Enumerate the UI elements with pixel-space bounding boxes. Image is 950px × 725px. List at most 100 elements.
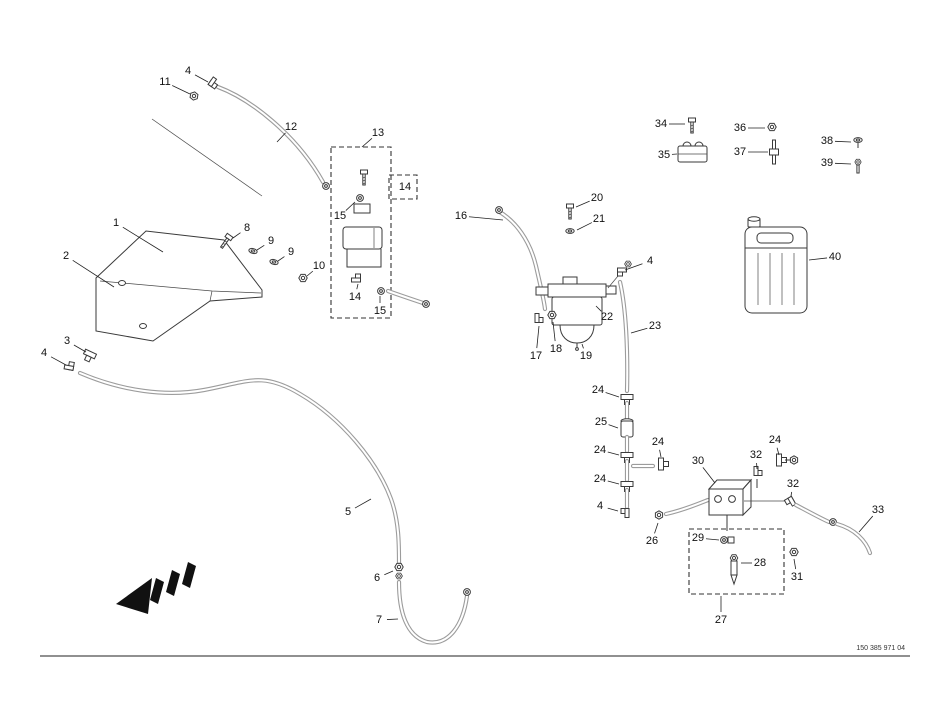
part-label-31: 31 (791, 571, 803, 583)
bolt-20 (566, 203, 574, 220)
nut-10 (298, 273, 308, 283)
washer-21 (565, 228, 575, 234)
filter-inlet-port (535, 286, 549, 296)
part-label-32: 32 (750, 449, 762, 461)
leader-line-39 (834, 162, 852, 165)
valve-body (342, 226, 383, 250)
arrow-head (116, 578, 152, 614)
filter-body-19 (551, 296, 603, 326)
banjo-bolt (789, 455, 799, 465)
canister-handle (756, 232, 794, 244)
nut-36 (767, 122, 777, 132)
bulkhead-fitting-6 (394, 562, 404, 572)
nut-11 (187, 90, 201, 102)
leader-line-18 (552, 321, 556, 342)
part-label-17: 17 (530, 350, 542, 362)
bolt-34 (688, 117, 696, 134)
hose-end-ring (422, 300, 430, 308)
washer-38 (853, 137, 863, 143)
arrow-stripe (182, 562, 196, 588)
valve-outlet-hose-inner (387, 290, 424, 304)
leader-line-8 (232, 232, 241, 239)
leader-line-22 (595, 305, 602, 312)
part-label-9: 9 (268, 235, 274, 247)
leader-line-16 (468, 216, 504, 221)
fuel-line-5 (77, 370, 402, 565)
valve-bolt (360, 169, 368, 186)
mounting-hardware (677, 117, 863, 174)
leader-line-13 (361, 137, 373, 148)
leader-line-15 (345, 201, 356, 211)
part-label-24: 24 (594, 444, 606, 456)
washer-9 (247, 247, 259, 255)
part-label-4: 4 (597, 500, 603, 512)
stud-37-square (769, 148, 779, 156)
block-port (728, 495, 736, 503)
banjo-ring-15 (377, 287, 385, 295)
shutoff-valve-assembly (330, 146, 430, 319)
leader-line-33 (858, 515, 874, 533)
elbow-17 (534, 313, 544, 323)
elbow-32 (783, 495, 797, 509)
filter-boss (562, 276, 578, 285)
part-label-19: 19 (580, 350, 592, 362)
page-footer: 150 385 971 04 (40, 645, 910, 657)
leader-line-30 (702, 467, 716, 484)
part-label-8: 8 (244, 222, 250, 234)
part-label-4: 4 (185, 65, 191, 77)
leader-line-4 (607, 507, 619, 512)
part-label-24: 24 (652, 436, 664, 448)
part-label-16: 16 (455, 210, 467, 222)
inline-filter-25 (620, 420, 634, 438)
connector-block-30 (708, 488, 744, 516)
part-label-7: 7 (376, 614, 382, 626)
part-label-37: 37 (734, 146, 746, 158)
fitting-26 (654, 510, 664, 520)
canister-40 (744, 216, 808, 314)
bleeder-hex-28 (729, 554, 739, 562)
line-end-ring (463, 588, 471, 596)
leader-line-40 (808, 257, 828, 261)
leader-line-24 (607, 480, 620, 485)
part-label-6: 6 (374, 572, 380, 584)
valve-bracket (346, 249, 382, 268)
part-label-22: 22 (601, 311, 613, 323)
leader-line-24 (605, 392, 620, 398)
leader-line-31 (793, 558, 797, 570)
bracket-hole (139, 323, 147, 329)
screw-39-head (854, 158, 862, 166)
nut-31 (789, 547, 799, 557)
fuel-line-7-inner (398, 581, 468, 644)
leader-line-4 (194, 74, 209, 83)
hose-assembly-top (151, 76, 330, 197)
filter-bowl (559, 324, 595, 344)
leader-line-21 (576, 222, 593, 231)
part-label-14: 14 (349, 291, 361, 303)
bulkhead-nut-6 (395, 572, 403, 580)
bolt-8 (218, 232, 234, 251)
part-label-3: 3 (64, 335, 70, 347)
filter-drain-plug (575, 347, 579, 351)
part-label-20: 20 (591, 192, 603, 204)
fitting-29-stem (727, 536, 735, 544)
part-label-26: 26 (646, 535, 658, 547)
part-label-28: 28 (754, 557, 766, 569)
fuel-line-33-inner (836, 523, 871, 554)
leader-line-29 (705, 538, 720, 541)
line-end-ring (495, 206, 503, 214)
tube-to-block-inner (665, 499, 709, 515)
fuel-line-33 (834, 521, 873, 556)
part-label-32: 32 (787, 478, 799, 490)
part-label-2: 2 (63, 250, 69, 262)
elbow-fitting-4 (620, 508, 630, 518)
tee-fitting-3 (80, 348, 97, 364)
part-label-21: 21 (593, 213, 605, 225)
part-label-24: 24 (594, 473, 606, 485)
leader-line-4 (50, 356, 67, 366)
part-label-33: 33 (872, 504, 884, 516)
leader-line-26 (654, 522, 659, 534)
port-link-line (607, 275, 619, 289)
part-label-27: 27 (715, 614, 727, 626)
part-label-1: 1 (113, 217, 119, 229)
valve-top-block (353, 203, 371, 214)
